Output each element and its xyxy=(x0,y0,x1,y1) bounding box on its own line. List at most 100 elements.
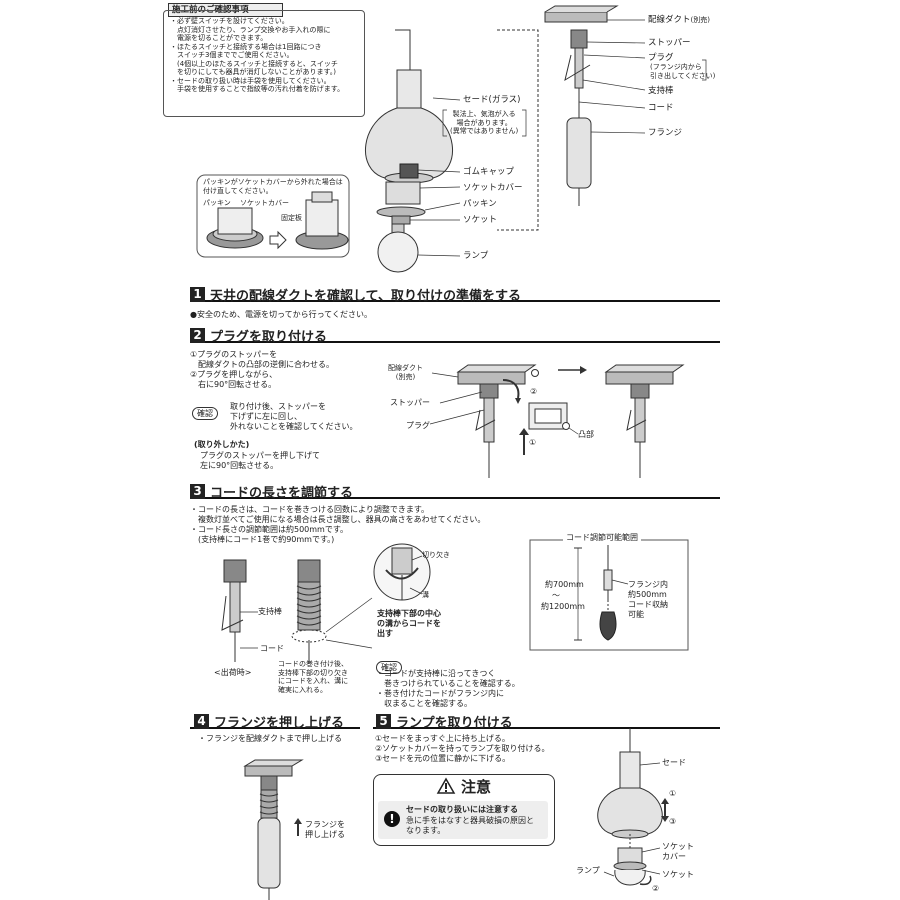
s3-wrap-note: コードの巻き付け後、 支持棒下部の切り欠き にコードを入れ、溝に 確実に入れる。 xyxy=(278,660,349,694)
s3-range-note: フランジ内 約500mm コード収納 可能 xyxy=(628,580,668,619)
section-3-heading: 3 コードの長さを調節する xyxy=(190,483,354,501)
s3-confirm: 確認 xyxy=(376,655,402,674)
caution-title: 注意 xyxy=(460,777,491,796)
section-title: コードの長さを調節する xyxy=(210,485,354,501)
pre-check-lines: ・必ず壁スイッチを設けてください。 点灯消灯させたり、ランプ交換やお手入れの際に… xyxy=(170,17,344,94)
s4-text: ・フランジを配線ダクトまで押し上げる xyxy=(198,734,342,743)
s5-step2-marker: ② xyxy=(652,884,660,893)
label-cord: コード xyxy=(648,103,674,113)
s3-range-top: 約700mm xyxy=(545,580,584,589)
s2-remove-title: (取り外しかた) xyxy=(194,440,250,449)
s1-text: ●安全のため、電源を切ってから行ってください。 xyxy=(190,310,372,319)
label-lamp: ランプ xyxy=(463,251,489,261)
s3-confirm-text: ・コードが支持棒に沿ってきつく 巻きつけられていることを確認する。 ・巻き付けた… xyxy=(376,669,520,708)
section-title: 天井の配線ダクトを確認して、取り付けの準備をする xyxy=(210,288,521,304)
section-4-heading: 4 フランジを押し上げる xyxy=(194,713,345,731)
s2-label-duct: 配線ダクト (別売) xyxy=(388,364,423,381)
section-number: 2 xyxy=(190,327,205,343)
label-shade: セード(ガラス) xyxy=(463,95,521,105)
shade-note: 製法上、気泡が入る 場合があります。 (異常ではありません) xyxy=(450,110,519,135)
label-packing: パッキン xyxy=(463,199,497,209)
s2-label-plug: プラグ xyxy=(406,421,430,430)
label-socket-cover: ソケットカバー xyxy=(463,183,523,193)
s3-text: ・コードの長さは、コードを巻きつける回数により調整できます。 複数灯並べてご使用… xyxy=(190,505,486,544)
caution-head: セードの取り扱いには注意する xyxy=(406,805,518,814)
s3-cut-label: 切り欠き xyxy=(422,551,450,559)
label-duct: 配線ダクト(別売) xyxy=(648,15,710,25)
pre-check-line: ・ほたるスイッチと接続する場合は1回路につき xyxy=(170,42,322,51)
label-plug: プラグ xyxy=(648,53,674,63)
section-number: 5 xyxy=(376,713,391,729)
s2-step2-marker: ② xyxy=(530,387,538,396)
section-title: ランプを取り付ける xyxy=(396,715,513,731)
pre-check-line: 点灯消灯させたり、ランプ交換やお手入れの際に xyxy=(170,25,331,34)
caution-header: 注意 xyxy=(374,775,554,797)
s5-step1-marker: ① xyxy=(669,789,677,798)
pre-check-line: (4個以上のほたるスイッチと接続すると、スイッチ xyxy=(170,59,338,68)
pendant-exploded-diagram xyxy=(196,5,707,273)
caution-body-band xyxy=(378,801,548,839)
section-number: 4 xyxy=(194,713,209,729)
s3-range-title: コード調節可能範囲 xyxy=(563,533,641,543)
s3-center-note: 支持棒下部の中心 の溝からコードを 出す xyxy=(377,609,441,638)
label-duct-sub: (別売) xyxy=(690,16,710,24)
section-rule xyxy=(190,727,360,729)
s3-range-bottom: 約1200mm xyxy=(541,602,585,611)
s5-step3-marker: ③ xyxy=(669,817,677,826)
label-rubber-cap: ゴムキャップ xyxy=(463,167,515,177)
s2-label-convex: 凸部 xyxy=(578,430,594,439)
caution-body: 急に手をはなすと器具破損の原因と なります。 xyxy=(406,816,534,835)
s3-label-cord: コード xyxy=(260,644,284,653)
section-1-heading: 1 天井の配線ダクトを確認して、取り付けの準備をする xyxy=(190,286,521,304)
pre-check-box xyxy=(163,10,365,117)
s5-label-lamp: ランプ xyxy=(576,866,600,875)
gasket-note: パッキンがソケットカバーから外れた場合は 付け直してください。 xyxy=(203,178,343,195)
s2-steps: ①プラグのストッパーを 配線ダクトの凸部の逆側に合わせる。 ②プラグを押しながら… xyxy=(190,350,334,389)
label-duct-text: 配線ダクト xyxy=(648,15,691,25)
gasket-label-socket-cover: ソケットカバー xyxy=(240,199,289,207)
section-number: 3 xyxy=(190,483,205,499)
warning-icon xyxy=(436,777,456,794)
s3-range-mid: 〜 xyxy=(552,591,560,600)
s2-remove-text: プラグのストッパーを押し下げて 左に90°回転させる。 xyxy=(200,451,320,470)
s2-confirm-text: 取り付け後、ストッパーを 下げずに左に回し、 外れないことを確認してください。 xyxy=(230,402,358,431)
pre-check-line: ・必ず壁スイッチを設けてください。 xyxy=(170,17,289,25)
label-socket: ソケット xyxy=(463,215,498,225)
section-rule xyxy=(190,300,720,302)
section-title: プラグを取り付ける xyxy=(210,329,328,345)
section-2-heading: 2 プラグを取り付ける xyxy=(190,327,328,345)
s5-label-shade: セード xyxy=(662,758,686,767)
gasket-label-packing: パッキン xyxy=(203,199,231,207)
section-rule xyxy=(190,497,720,499)
label-stopper: ストッパー xyxy=(648,38,691,48)
s5-steps: ①セードをまっすぐ上に持ち上げる。 ②ソケットカバーを持ってランプを取り付ける。… xyxy=(375,734,550,763)
section-title: フランジを押し上げる xyxy=(214,715,345,731)
confirm-badge: 確認 xyxy=(192,407,218,420)
pre-check-line: 手袋を使用することで指紋等の汚れ付着を防げます。 xyxy=(170,85,345,93)
s3-groove-label: 溝 xyxy=(422,591,429,599)
section-rule xyxy=(190,341,720,343)
section-number: 1 xyxy=(190,286,205,302)
pre-check-line: スイッチ3個まででご使用ください。 xyxy=(170,51,294,59)
label-support-rod: 支持棒 xyxy=(648,86,674,96)
s5-label-socket: ソケット xyxy=(662,870,694,879)
confirm-badge: 確認 xyxy=(376,661,402,674)
label-flange: フランジ xyxy=(648,128,683,138)
section-rule xyxy=(373,727,720,729)
prohibit-icon: ! xyxy=(384,811,400,827)
s2-label-stopper: ストッパー xyxy=(390,398,430,407)
pre-check-line: 電源を切ることができます。 xyxy=(170,34,268,42)
s4-push-label: フランジを 押し上げる xyxy=(305,820,345,839)
section-5-heading: 5 ランプを取り付ける xyxy=(376,713,513,731)
gasket-label-fixing-plate: 固定板 xyxy=(281,214,302,222)
s3-label-support: 支持棒 xyxy=(258,607,282,616)
pre-check-line: を切りにしても器具が消灯しないことがあります。) xyxy=(170,68,336,76)
s5-label-socket-cover: ソケット カバー xyxy=(662,842,694,861)
caution-box: 注意 ! セードの取り扱いには注意する 急に手をはなすと器具破損の原因と なりま… xyxy=(373,774,555,846)
plug-note: (フランジ内から 引き出してください) xyxy=(650,63,716,80)
pre-check-line: ・セードの取り扱い時は手袋を使用してください。 xyxy=(170,76,331,85)
